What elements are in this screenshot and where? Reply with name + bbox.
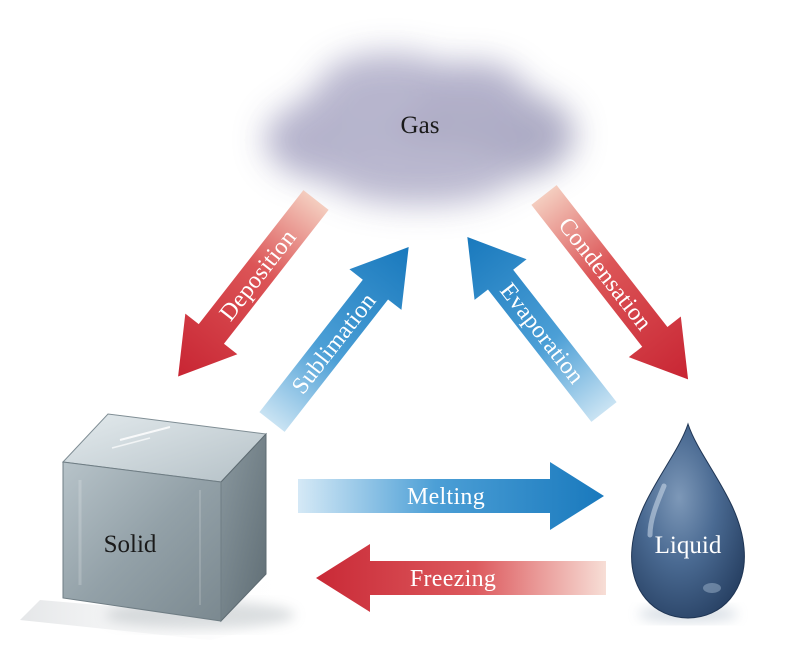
gas-cloud: Gas <box>265 53 575 205</box>
gas-label: Gas <box>401 112 440 139</box>
freezing-label: Freezing <box>410 566 496 592</box>
evaporation-label: Evaporation <box>494 278 589 389</box>
solid-cube: Solid <box>20 413 300 640</box>
solid-label: Solid <box>104 531 157 558</box>
freezing-arrow: Freezing <box>316 544 606 612</box>
melting-arrow: Melting <box>298 462 604 530</box>
melting-label: Melting <box>407 484 485 510</box>
condensation-label: Condensation <box>553 213 657 336</box>
deposition-label: Deposition <box>215 225 302 326</box>
liquid-drop: Liquid <box>631 422 745 622</box>
sublimation-label: Sublimation <box>287 288 382 399</box>
liquid-label: Liquid <box>655 532 722 559</box>
condensation-arrow: Condensation <box>531 185 689 380</box>
